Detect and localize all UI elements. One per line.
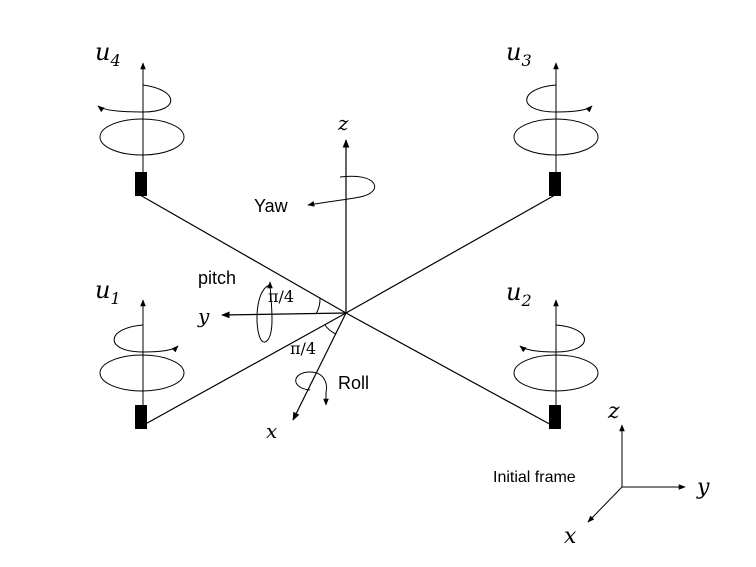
initial-x-label: x [564, 524, 577, 549]
frame-arms [139, 194, 556, 428]
angle-arc-top [315, 297, 321, 315]
body-axes: z y x [197, 111, 350, 443]
pitch-loop [256, 284, 273, 343]
arm-u4 [139, 194, 347, 314]
motor-u2 [549, 405, 561, 429]
arm-u2 [345, 312, 556, 428]
initial-frame: z y x Initial frame [493, 399, 710, 549]
motor-u3 [549, 172, 561, 196]
angle-markers: π/4 π/4 [268, 287, 337, 358]
roll-arrow [295, 371, 329, 406]
yaw-label: Yaw [254, 196, 289, 216]
pitch-rotation: pitch [198, 268, 273, 343]
spin-arrow-u1 [113, 324, 179, 353]
motor-u1 [135, 405, 147, 429]
x-axis-label: x [266, 419, 277, 443]
arm-u3 [345, 194, 556, 314]
roll-rotation: Roll [295, 371, 369, 406]
rotor-u2: u2 [506, 278, 599, 429]
y-axis [221, 311, 347, 319]
y-axis-label: y [197, 304, 210, 328]
spin-arrow-u4 [97, 84, 172, 113]
spin-arrow-u3 [526, 84, 593, 113]
motor-u4 [135, 172, 147, 196]
pitch-label: pitch [198, 268, 236, 288]
rotor-label-u4: u4 [95, 38, 121, 70]
rotor-u3: u3 [506, 38, 599, 196]
rotor-label-u2: u2 [506, 278, 532, 310]
initial-frame-label: Initial frame [493, 469, 576, 486]
initial-x-axis [587, 486, 623, 523]
x-axis [292, 312, 347, 421]
yaw-rotation: Yaw [254, 175, 376, 216]
propeller-u4 [99, 118, 185, 156]
angle-arc-bottom [324, 324, 337, 335]
rotor-u4: u4 [95, 38, 185, 196]
yaw-arrow [307, 175, 376, 207]
rotor-label-u3: u3 [506, 38, 532, 70]
angle-label-top: π/4 [268, 287, 294, 306]
roll-label: Roll [338, 373, 369, 393]
spin-arrow-u2 [519, 324, 585, 353]
arm-u1 [139, 312, 347, 428]
initial-y-label: y [696, 475, 710, 500]
propeller-u1 [99, 354, 185, 392]
initial-z-label: z [607, 399, 620, 424]
rotor-label-u1: u1 [95, 276, 121, 308]
angle-label-bottom: π/4 [290, 339, 316, 358]
rotor-u1: u1 [95, 276, 185, 429]
z-axis-label: z [337, 111, 349, 135]
